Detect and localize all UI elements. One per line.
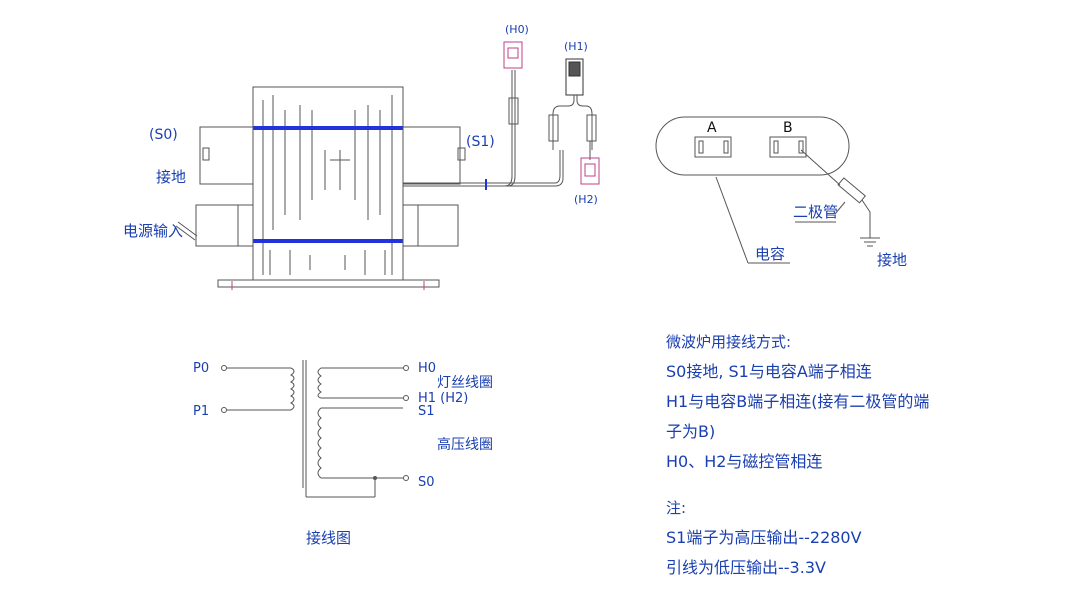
schematic-title: 接线图	[306, 529, 351, 547]
note-line-2: 引线为低压输出--3.3V	[666, 558, 826, 577]
wiring-notes: 微波炉用接线方式: S0接地, S1与电容A端子相连 H1与电容B端子相连(接有…	[666, 327, 929, 583]
capacitor-drawing	[655, 116, 880, 264]
filament-winding	[317, 367, 322, 399]
capacitor-body	[655, 116, 850, 176]
label-terminal-b: B	[783, 120, 793, 136]
label-s1: (S1)	[466, 134, 495, 150]
notes-line-1: S0接地, S1与电容A端子相连	[666, 362, 872, 381]
label-p1: P1	[193, 404, 209, 419]
label-ground-capacitor: 接地	[877, 251, 907, 269]
label-ground-transformer: 接地	[156, 168, 186, 186]
label-h2: (H2)	[574, 193, 598, 206]
base-plate	[217, 279, 440, 288]
notes-line-3: 子为B)	[666, 422, 716, 441]
label-diode: 二极管	[793, 203, 838, 221]
terminal-a-socket	[694, 136, 732, 158]
label-capacitor: 电容	[755, 245, 785, 263]
connector-h2	[580, 157, 600, 185]
label-s0-schematic: S0	[418, 475, 435, 490]
hv-winding	[317, 407, 322, 479]
primary-winding	[290, 367, 295, 411]
right-coil-box	[402, 126, 461, 185]
notes-line-2: H1与电容B端子相连(接有二极管的端	[666, 392, 930, 411]
label-h0-schematic: H0	[418, 361, 436, 376]
label-hv-coil: 高压线圈	[437, 436, 493, 453]
label-p0: P0	[193, 361, 209, 376]
label-power-input: 电源输入	[123, 222, 183, 240]
diode	[837, 177, 867, 204]
note-heading: 注:	[666, 499, 687, 517]
notes-line-4: H0、H2与磁控管相连	[666, 452, 823, 471]
notes-heading: 微波炉用接线方式:	[666, 333, 792, 351]
terminal-b-socket	[769, 136, 807, 158]
notes-spacer	[666, 477, 929, 493]
label-filament-coil: 灯丝线圈	[437, 375, 493, 391]
label-terminal-a: A	[707, 120, 717, 136]
lower-left-cylinder	[195, 204, 254, 247]
wiring-schematic	[221, 360, 409, 498]
label-s1-schematic: S1	[418, 404, 435, 419]
label-s0: (S0)	[149, 127, 178, 143]
note-line-1: S1端子为高压输出--2280V	[666, 528, 862, 547]
label-h1: (H1)	[564, 40, 588, 53]
connector-h0	[503, 41, 523, 69]
label-h1-h2: H1 (H2)	[418, 391, 468, 406]
lower-right-cylinder	[402, 204, 459, 247]
label-h0: (H0)	[505, 23, 529, 36]
left-coil-box	[199, 126, 254, 185]
transformer-drawing	[175, 41, 600, 290]
